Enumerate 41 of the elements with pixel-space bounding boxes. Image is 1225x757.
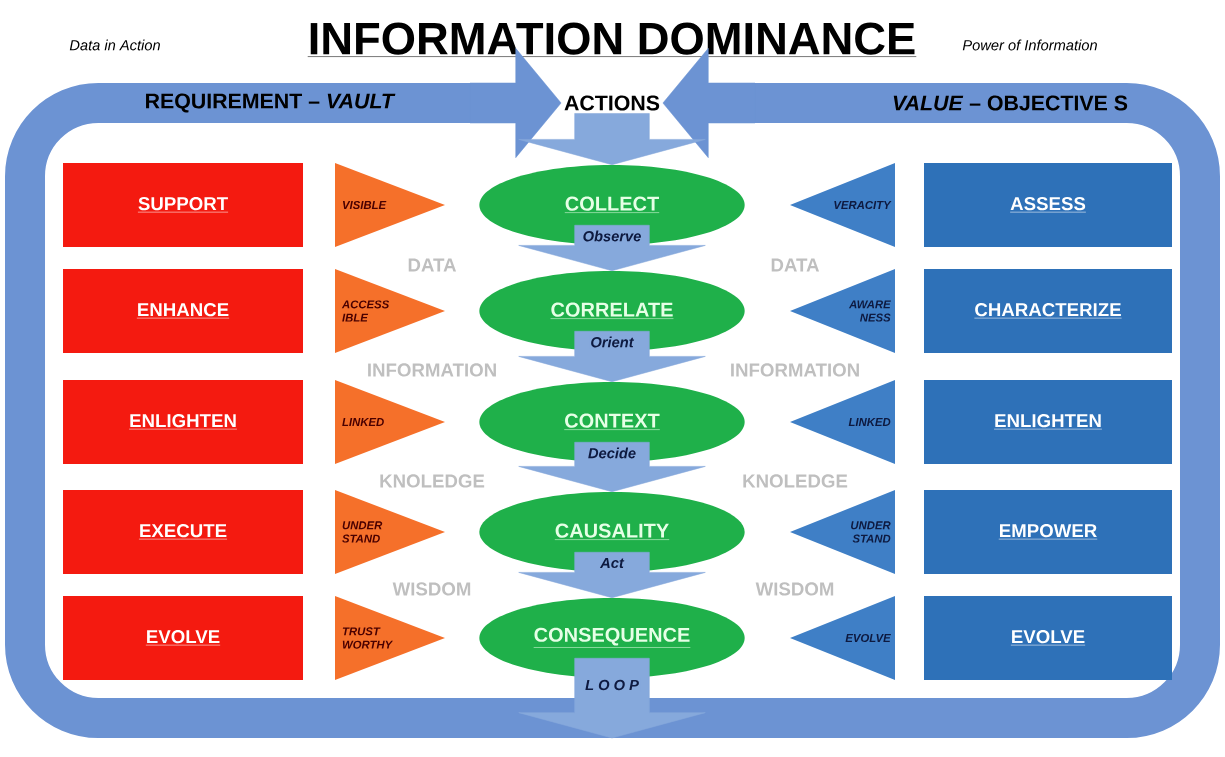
subtitle: Power of Information (962, 39, 1097, 51)
requirement-box: EVOLVE (63, 596, 303, 680)
objective-box: EVOLVE (924, 596, 1172, 680)
edge-label: Observe (581, 229, 643, 243)
edge-label: Decide (586, 446, 638, 460)
heading: REQUIREMENT – VAULT (146, 93, 396, 113)
requirement-box: ENLIGHTEN (63, 380, 303, 464)
block-arrow (662, 48, 756, 158)
level-label: KNOLEDGE (380, 474, 485, 488)
block-arrow (518, 552, 706, 598)
pointer-triangle: EVOLVE (790, 596, 895, 680)
pointer-triangle: VERACITY (790, 163, 895, 247)
subtitle: Data in Action (69, 39, 160, 51)
pointer-triangle: LINKED (335, 380, 445, 464)
level-label: INFORMATION (731, 363, 859, 377)
level-label: WISDOM (755, 582, 834, 596)
level-label: WISDOM (392, 582, 471, 596)
heading: ACTIONS (564, 95, 660, 111)
level-label: KNOLEDGE (743, 474, 848, 488)
block-arrow (518, 113, 706, 165)
requirement-box: EXECUTE (63, 490, 303, 574)
block-arrow (469, 48, 562, 158)
pointer-triangle: UNDER STAND (790, 490, 895, 574)
objective-box: ENLIGHTEN (924, 380, 1172, 464)
requirement-box: SUPPORT (63, 163, 303, 247)
objective-box: CHARACTERIZE (924, 269, 1172, 353)
edge-label: Orient (589, 335, 635, 349)
edge-label: L O O P (583, 678, 641, 692)
level-label: DATA (771, 258, 820, 272)
pointer-triangle: TRUST WORTHY (335, 596, 445, 680)
block-arrow (518, 658, 706, 739)
pointer-triangle: LINKED (790, 380, 895, 464)
heading: VALUE – OBJECTIVE S (893, 95, 1128, 111)
level-label: DATA (408, 258, 457, 272)
pointer-triangle: VISIBLE (335, 163, 445, 247)
level-label: INFORMATION (368, 363, 496, 377)
requirement-box: ENHANCE (63, 269, 303, 353)
objective-box: EMPOWER (924, 490, 1172, 574)
title: INFORMATION DOMINANCE (307, 22, 917, 57)
objective-box: ASSESS (924, 163, 1172, 247)
pointer-triangle: UNDER STAND (335, 490, 445, 574)
